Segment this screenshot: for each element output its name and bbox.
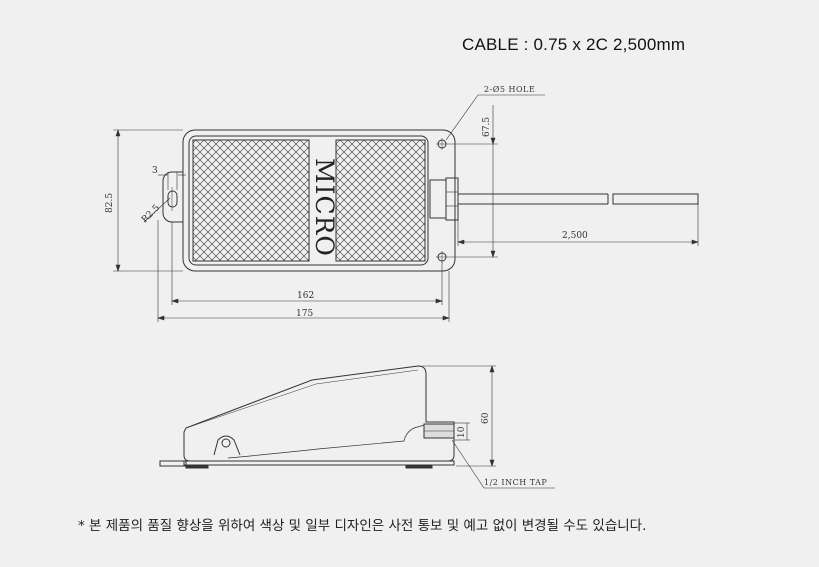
slot: [167, 190, 178, 208]
grip-pad-left: [192, 139, 310, 262]
top-view: MICRO: [113, 94, 699, 322]
dim-slot-radius: R2.5: [140, 203, 162, 225]
base-plate-outline: [182, 129, 456, 272]
cable-spec: CABLE : 0.75 x 2C 2,500mm: [462, 35, 686, 54]
dim-cable-length: 2,500: [562, 231, 588, 241]
dim-overall-length: 175: [296, 309, 313, 319]
dim-slot-width: 3: [152, 166, 158, 176]
slot-lug: [162, 171, 183, 223]
hinge-lug: [213, 435, 241, 456]
disclaimer-notice: * 본 제품의 품질 향상을 위하여 색상 및 일부 디자인은 사전 통보 및 …: [78, 518, 647, 534]
dim-hole-offset: 67.5: [482, 117, 492, 137]
cable-gland: [429, 179, 447, 219]
pedal-outline: [188, 135, 429, 266]
side-view: [159, 365, 555, 489]
grip-pad-right: [335, 139, 426, 262]
hole-label: 2-Ø5 HOLE: [484, 85, 535, 94]
dim-height-top: 82.5: [105, 193, 115, 213]
tap-label: 1/2 INCH TAP: [484, 478, 547, 487]
brand-logo: MICRO: [310, 158, 339, 257]
dim-height-side: 60: [481, 412, 491, 424]
dim-hole-spacing: 162: [297, 291, 314, 301]
dim-tap-height: 10: [457, 426, 467, 438]
pedal-body: [183, 365, 455, 462]
